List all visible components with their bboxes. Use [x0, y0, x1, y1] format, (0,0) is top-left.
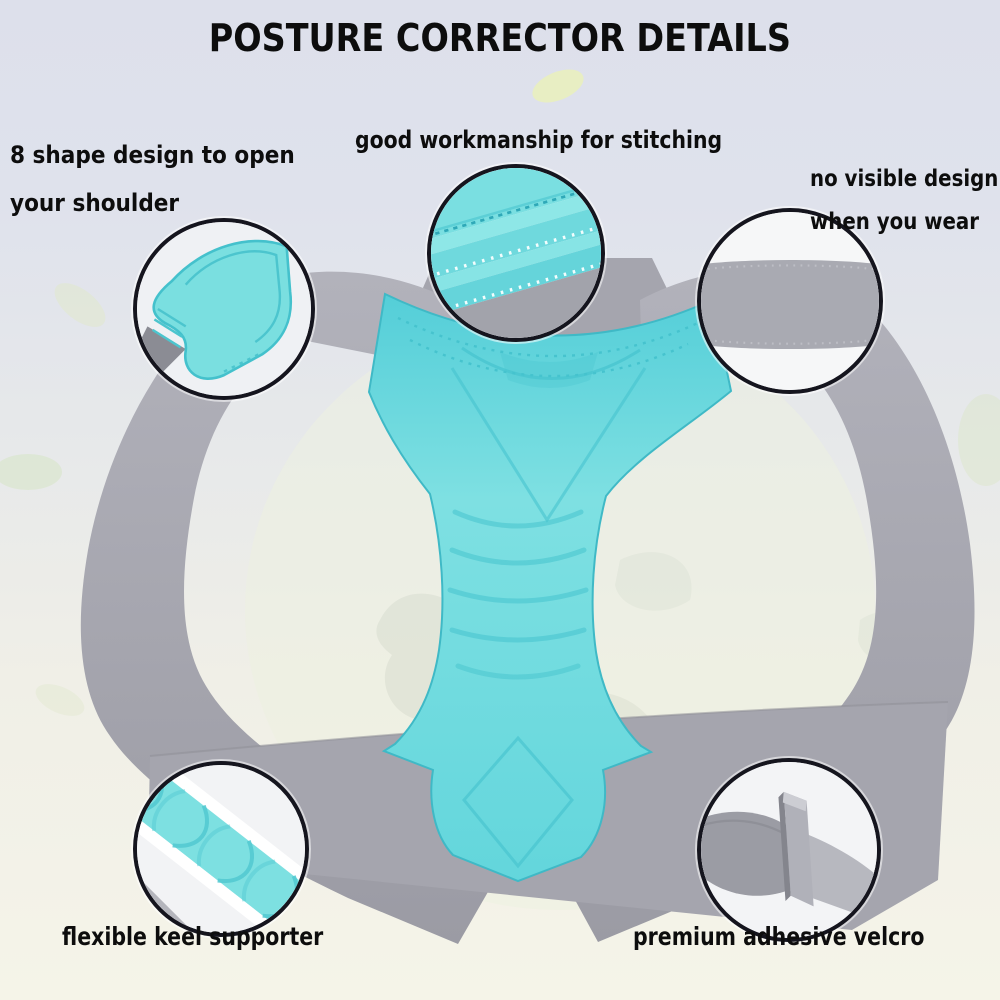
- yoke-stitch-line: [397, 316, 701, 358]
- annotation-line-1: 8 shape design to open: [10, 141, 295, 169]
- spine-ridge: [449, 547, 587, 566]
- detail-callout-keel: [133, 761, 309, 937]
- spine-ridge: [449, 627, 587, 643]
- yoke-ridge: [461, 346, 641, 380]
- arrowhead-ridge: [462, 735, 574, 869]
- magnified-plain-strap-icon: [701, 212, 879, 390]
- annotation-line-2: your shoulder: [10, 189, 180, 217]
- spine-ridge: [455, 663, 581, 680]
- detail-callout-8-shape: [133, 218, 315, 400]
- page-title: POSTURE CORRECTOR DETAILS: [208, 16, 792, 60]
- back-support-panel: [367, 292, 733, 883]
- detail-callout-velcro: [697, 758, 881, 942]
- detail-callout-stitching: [427, 164, 605, 342]
- annotation-stitching: good workmanship for stitching: [355, 126, 723, 154]
- annotation-adhesive-velcro: premium adhesive velcro: [633, 922, 925, 951]
- spine-ridge: [447, 587, 589, 604]
- annotation-no-visible-design: no visible design when you wear: [810, 158, 998, 244]
- magnified-keel-texture-icon: [137, 765, 305, 933]
- spine-ridge: [452, 509, 584, 529]
- chest-panel-ridge: [450, 367, 647, 523]
- annotation-shape-design: 8 shape design to open your shoulder: [10, 131, 295, 227]
- annotation-line-2: when you wear: [810, 209, 979, 235]
- annotation-keel-supporter: flexible keel supporter: [62, 922, 324, 951]
- magnified-stitch-seam-icon: [431, 168, 601, 338]
- yoke-stitch-line: [409, 338, 689, 378]
- annotation-line-1: no visible design: [810, 166, 999, 192]
- detail-callout-no-visible-design: [697, 208, 883, 394]
- magnified-8-shape-fabric-icon: [137, 222, 311, 396]
- collar-shade: [500, 352, 598, 388]
- magnified-velcro-strap-icon: [701, 762, 877, 938]
